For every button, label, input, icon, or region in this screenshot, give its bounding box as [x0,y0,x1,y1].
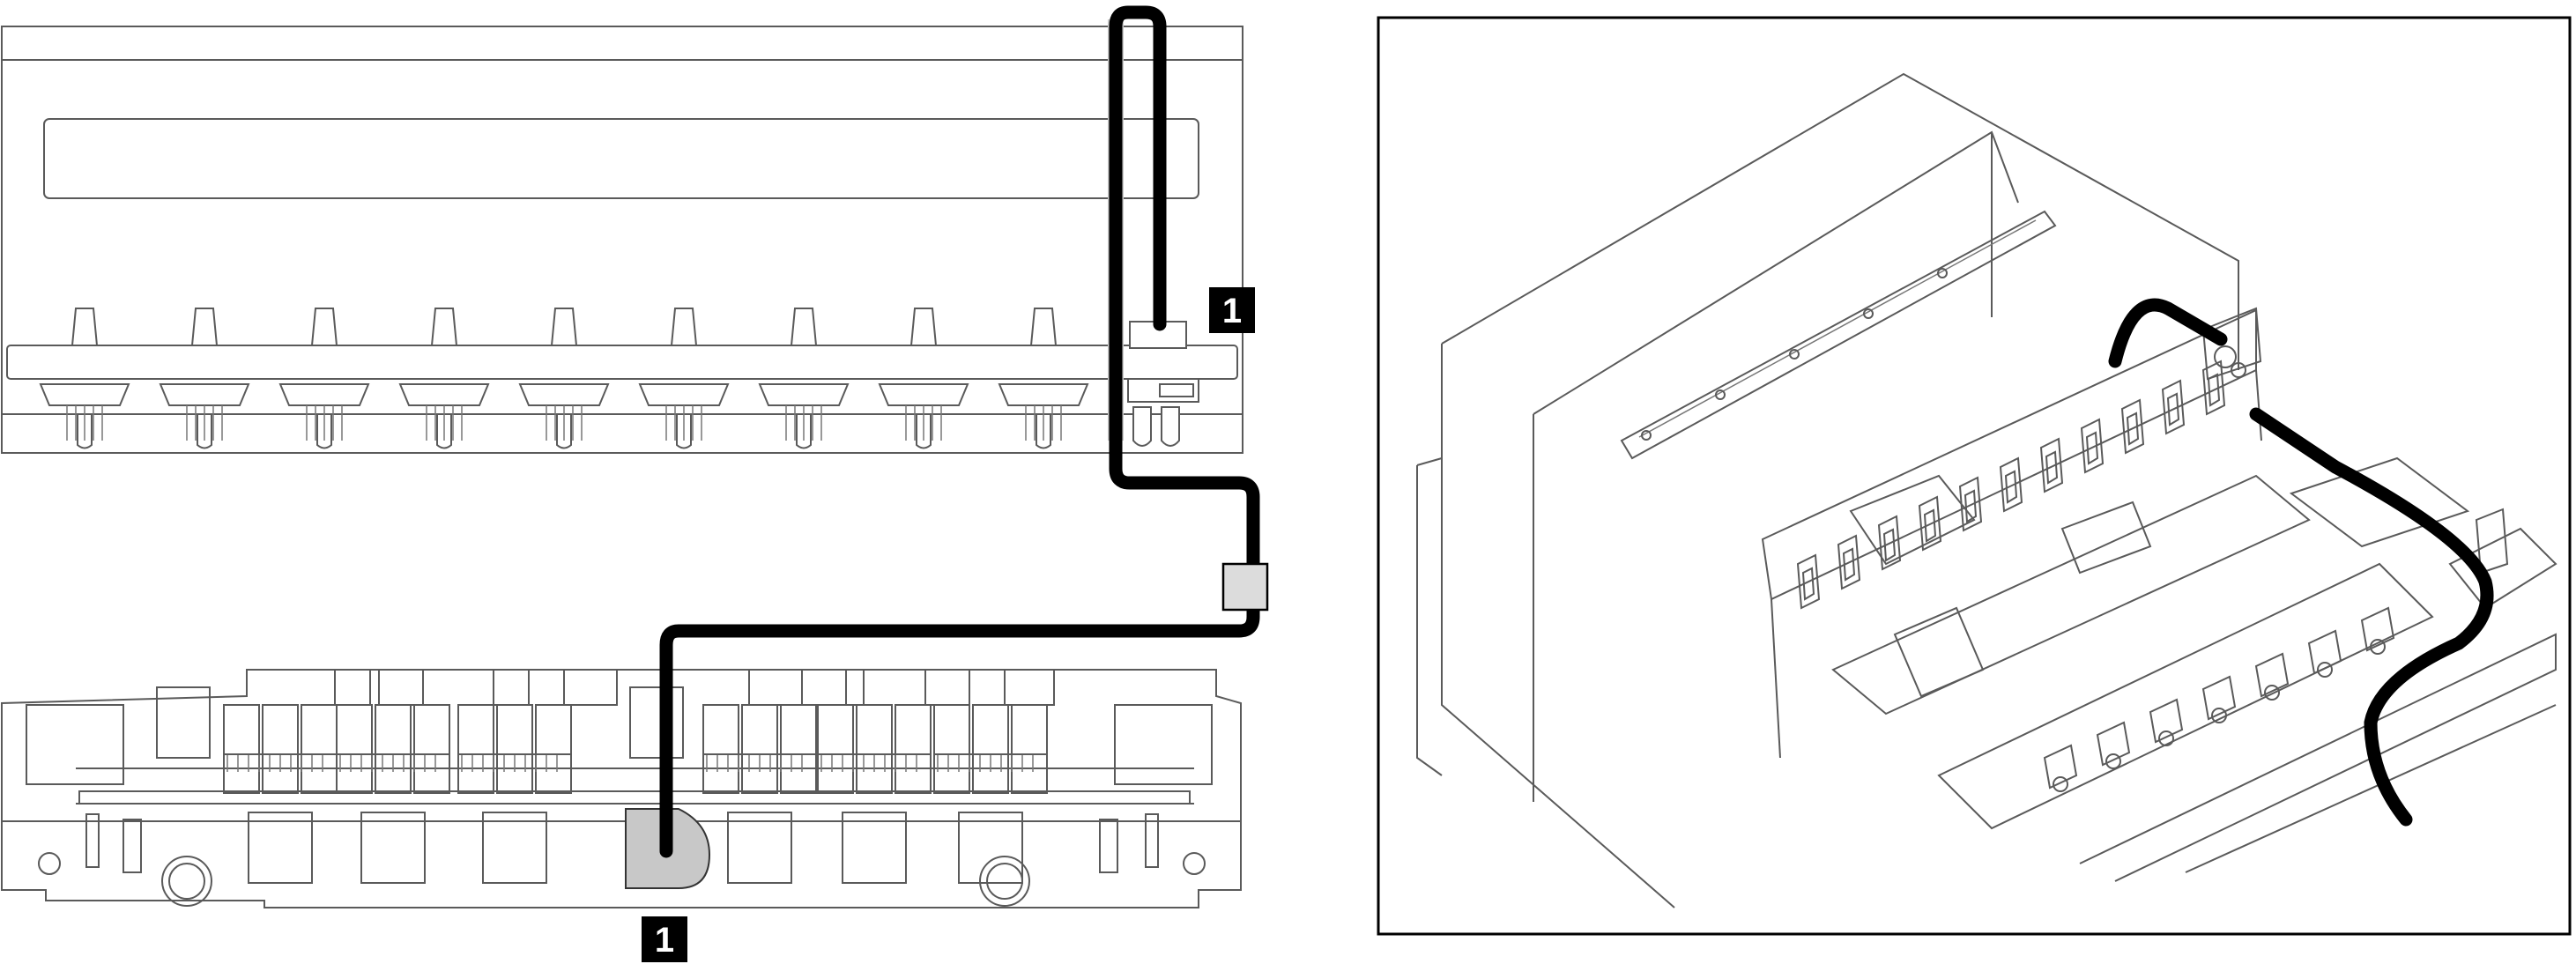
iso-connector [2039,437,2064,493]
callout-bottom: 1 [642,916,687,962]
backplane-connector [336,704,450,794]
iso-connector [2161,379,2186,435]
backplane-cell [958,812,1023,884]
iso-handle [2096,721,2131,769]
backplane-connector [702,704,817,794]
iso-connector [1837,534,1861,590]
isometric-view [1377,16,2572,936]
top-connector [398,308,490,449]
top-connector [518,308,610,449]
backplane-cells [248,812,1023,884]
bottom-backplane-view [1,669,1242,908]
iso-handle [2360,606,2395,655]
top-connector [159,308,250,449]
cable-clip [1221,562,1269,612]
top-board-view [1,26,1243,454]
iso-connector [1999,456,2023,513]
top-connector [638,308,730,449]
top-connector [878,308,969,449]
iso-handle [2254,652,2290,701]
isometric-frame [1377,16,2572,936]
backplane-cell [248,812,313,884]
iso-connector [2120,398,2145,455]
backplane-cell [482,812,547,884]
iso-handle [2201,675,2237,723]
iso-connector [2080,418,2105,474]
iso-handle [2043,744,2078,792]
iso-connector [1958,476,1983,532]
cable-routed [659,5,1260,858]
top-cable-connector [1127,321,1199,447]
svg-text:1: 1 [1222,292,1242,330]
iso-handle [2307,629,2342,678]
backplane-connector [223,704,338,794]
top-connector [39,308,130,449]
backplane-connector [933,704,1048,794]
backplane-connector [457,704,572,794]
svg-text:1: 1 [655,921,674,960]
backplane-cell [842,812,907,884]
iso-cable [2108,298,2494,827]
backplane-cell [727,812,792,884]
top-connector [278,308,370,449]
iso-connector [1796,553,1821,610]
iso-connector [1877,515,1902,571]
iso-handle [2149,698,2184,746]
callout-top: 1 [1209,287,1255,333]
backplane-connector [817,704,932,794]
top-connector [998,308,1089,449]
iso-connector [1918,495,1942,552]
backplane-connectors [223,704,1048,794]
connector-row-top [39,308,1089,449]
top-connector [758,308,850,449]
backplane-cell [360,812,426,884]
